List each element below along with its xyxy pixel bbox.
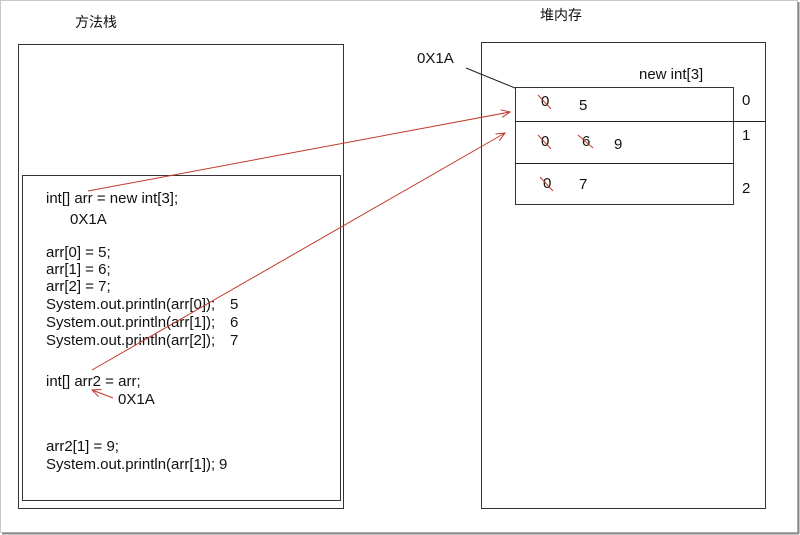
code-line-declare-arr: int[] arr = new int[3]; [46, 190, 178, 207]
code-line-assign-0: arr[0] = 5; [46, 244, 111, 261]
cell-0-index: 0 [742, 92, 750, 109]
address-link-line [465, 67, 516, 89]
cell-1-value: 9 [614, 136, 622, 153]
stack-title: 方法栈 [75, 15, 117, 31]
output-print-2: 7 [230, 332, 238, 349]
cell-1-strike-mark-b [577, 134, 594, 149]
code-line-declare-arr2: int[] arr2 = arr; [46, 373, 141, 390]
array-type-label: new int[3] [639, 66, 703, 83]
cell-1-strike-mark-a [537, 134, 552, 150]
output-print-1: 6 [230, 314, 238, 331]
cell-2-index: 2 [742, 180, 750, 197]
arr-reference-arrow [87, 112, 510, 192]
code-arr2-address: 0X1A [118, 391, 155, 408]
output-print-0: 5 [230, 296, 238, 313]
cell-0-value: 5 [579, 97, 587, 114]
cell-0-old-value: 0 [541, 93, 549, 110]
cell-1-old-value-a: 0 [541, 133, 549, 150]
stack-frame-main [22, 175, 341, 501]
code-line-assign-2: arr[2] = 7; [46, 278, 111, 295]
code-line-print-0: System.out.println(arr[0]); [46, 296, 215, 313]
code-arr-address: 0X1A [70, 211, 107, 228]
arr2-reference-arrow [91, 133, 505, 371]
heap-region [481, 42, 766, 509]
code-line-assign-1: arr[1] = 6; [46, 261, 111, 278]
cell-2-value: 7 [579, 176, 587, 193]
code-line-print-1: System.out.println(arr[1]); [46, 314, 215, 331]
cell-2-old-value: 0 [543, 175, 551, 192]
output-print-after: 9 [219, 456, 227, 473]
heap-address-label: 0X1A [417, 50, 454, 67]
arr2-address-arrow [92, 390, 114, 399]
heap-title: 堆内存 [540, 8, 582, 24]
code-line-print-after: System.out.println(arr[1]); [46, 456, 215, 473]
stack-region [18, 44, 344, 509]
cell-1-index: 1 [742, 127, 750, 144]
array-box [515, 87, 734, 205]
cell-2-strike-mark [539, 176, 554, 192]
code-line-assign-arr2-1: arr2[1] = 9; [46, 438, 119, 455]
cell-0-strike-mark [537, 94, 552, 110]
code-line-print-2: System.out.println(arr[2]); [46, 332, 215, 349]
